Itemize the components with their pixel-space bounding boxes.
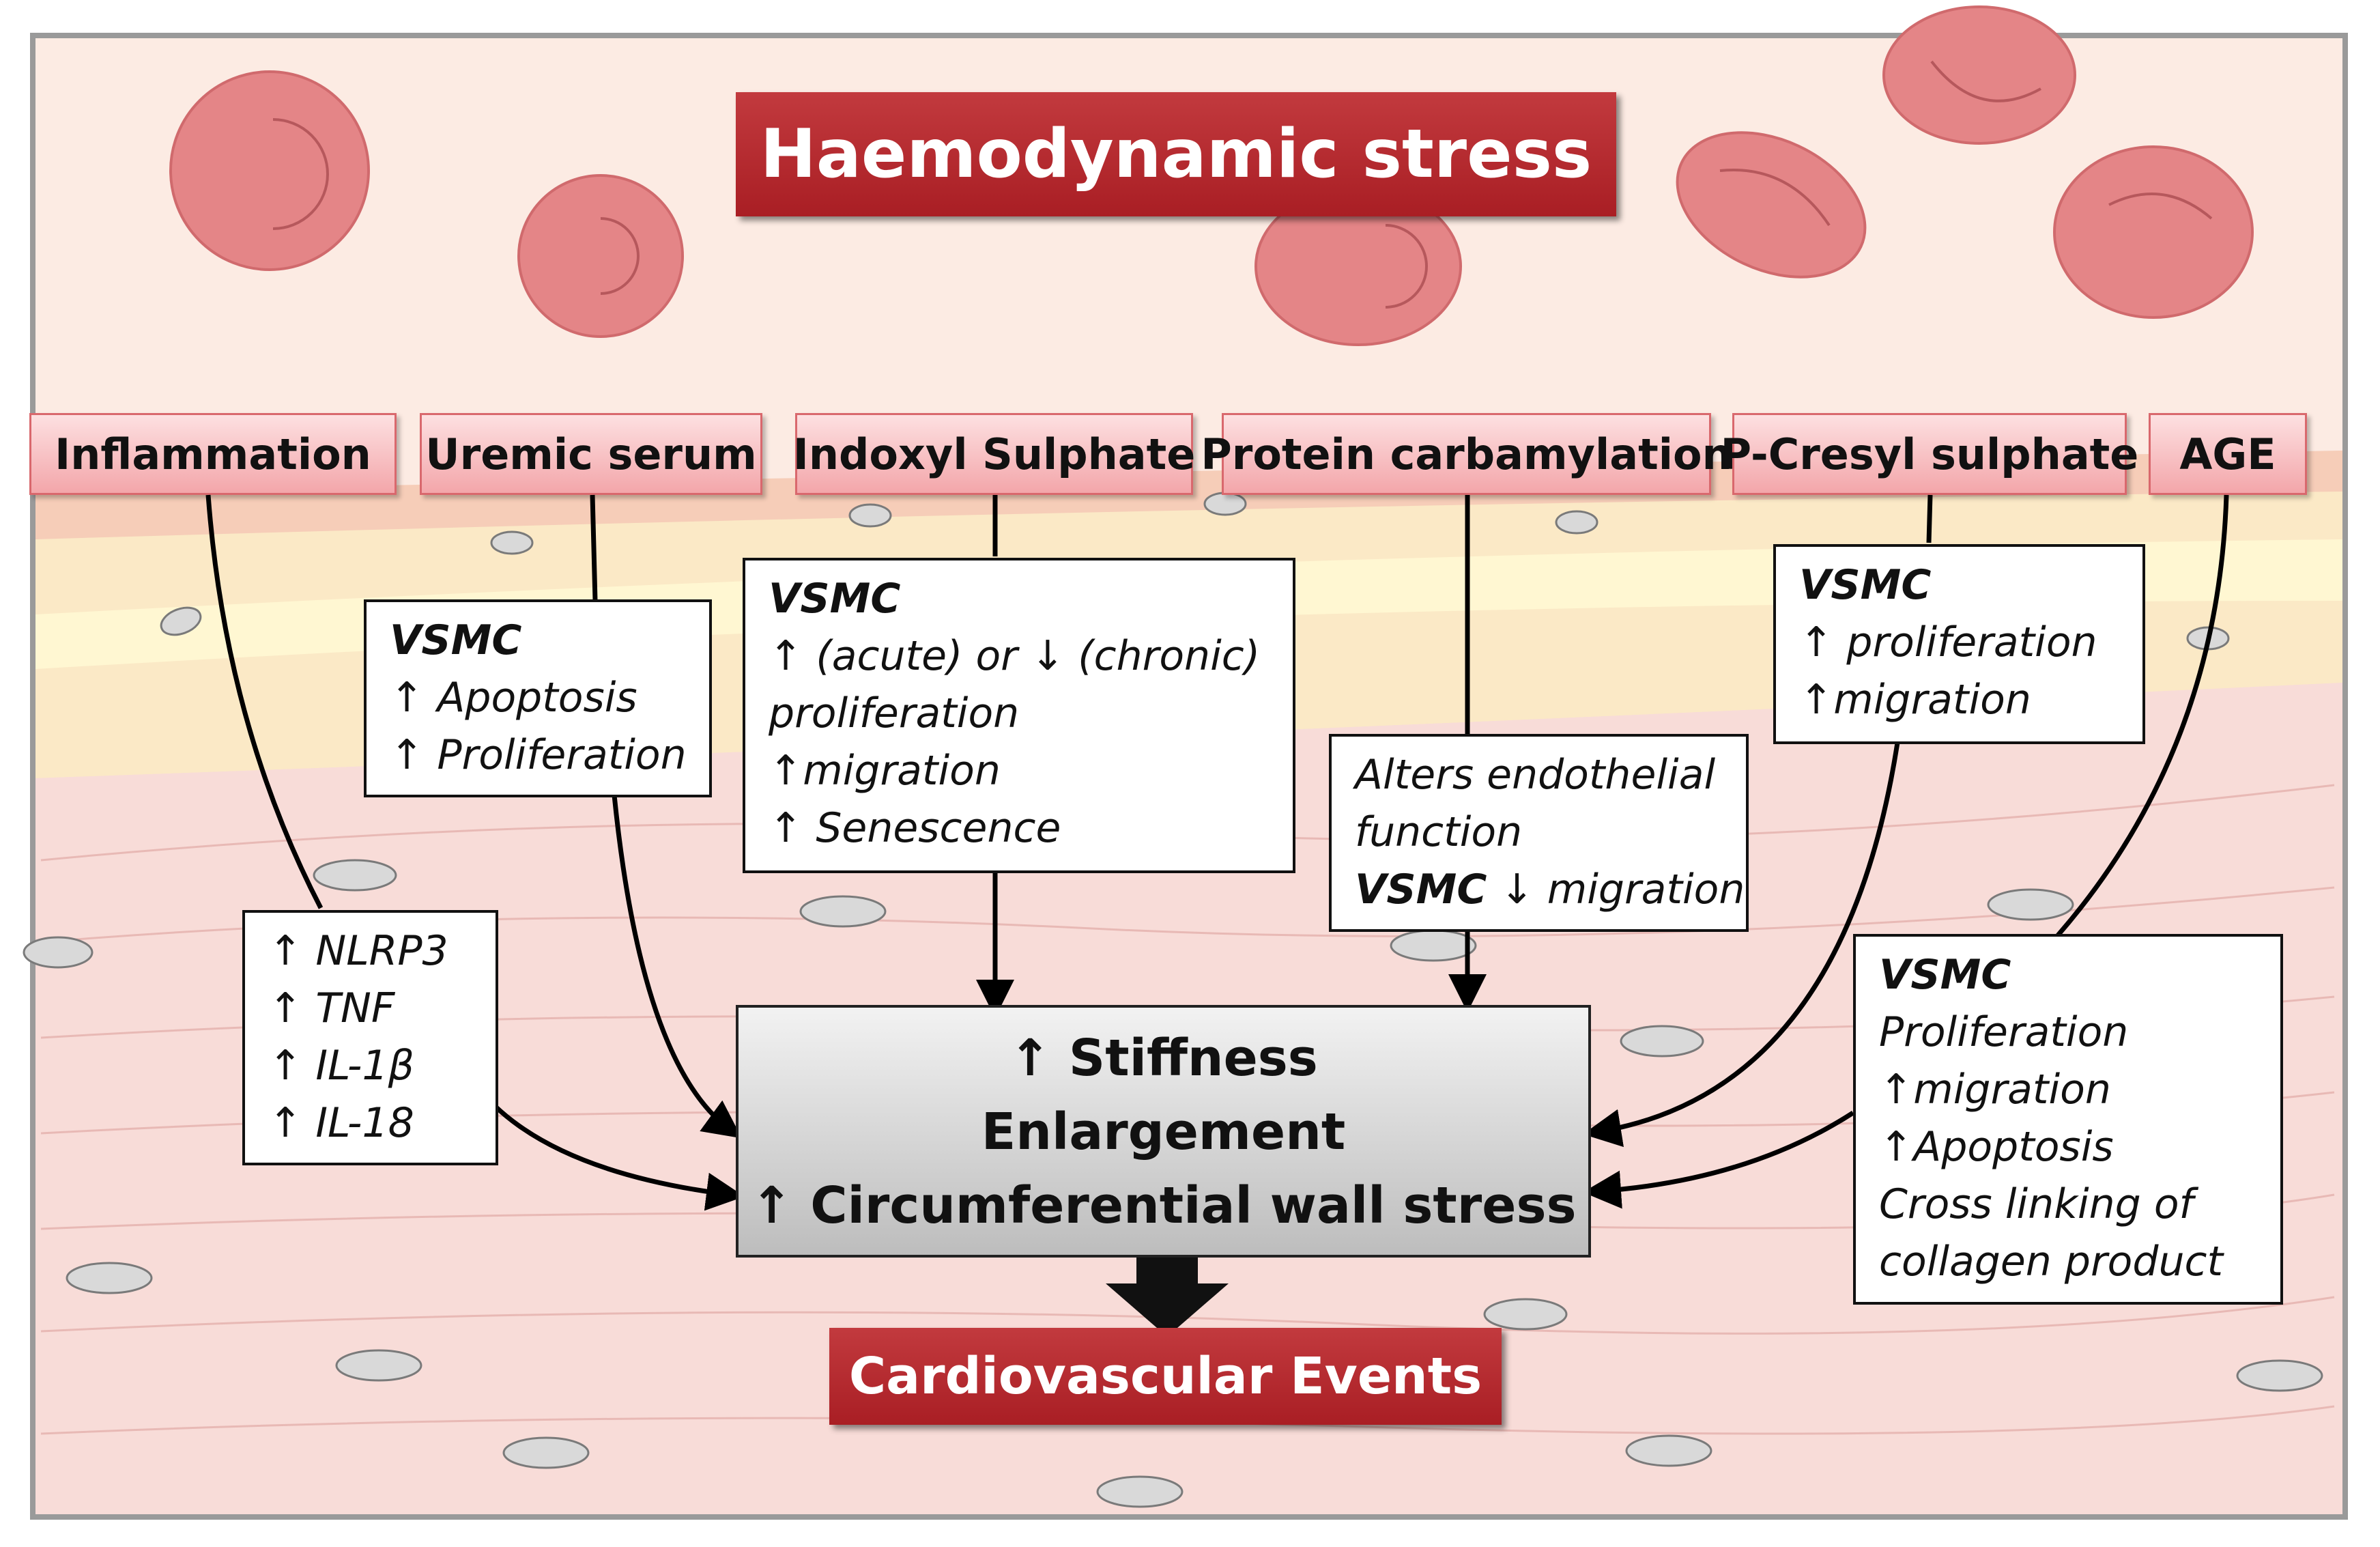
factor-label: Inflammation <box>55 429 371 479</box>
final-box: Cardiovascular Events <box>829 1328 1502 1425</box>
factor-label: AGE <box>2179 429 2276 479</box>
note-line: ↑ TNF <box>268 984 395 1032</box>
note-line: ↑ IL-18 <box>268 1099 414 1147</box>
note-uremic-serum: VSMC ↑ Apoptosis ↑ Proliferation <box>364 599 712 797</box>
note-bold: VSMC <box>1355 866 1487 913</box>
final-label: Cardiovascular Events <box>848 1347 1482 1406</box>
note-line: ↑migration <box>1799 676 2031 724</box>
note-line: ↑migration <box>769 747 1001 795</box>
note-heading: VSMC <box>1799 561 1932 609</box>
factor-label: Indoxyl Sulphate <box>792 429 1196 479</box>
outcome-line: ↑ Circumferential wall stress <box>750 1176 1577 1235</box>
factor-inflammation: Inflammation <box>29 413 397 495</box>
factor-p-cresyl-sulphate: P-Cresyl sulphate <box>1721 413 2138 495</box>
factor-protein-carbamylation: Protein carbamylation <box>1201 413 1732 495</box>
note-age: VSMC Proliferation ↑migration ↑Apoptosis… <box>1853 934 2283 1305</box>
note-line: ↑ Proliferation <box>390 731 687 779</box>
note-line: ↑ Senescence <box>769 804 1061 852</box>
factor-label: Uremic serum <box>425 429 757 479</box>
note-line-last: VSMC ↓ migration <box>1355 861 1745 918</box>
note-heading: VSMC <box>1879 951 2011 999</box>
factor-label: P-Cresyl sulphate <box>1720 429 2139 479</box>
note-line: Alters endothelial <box>1355 751 1716 799</box>
note-line: ↑Apoptosis <box>1879 1123 2114 1171</box>
title-box: Haemodynamic stress <box>736 92 1616 216</box>
note-line: proliferation <box>769 690 1020 737</box>
note-line: ↑ proliferation <box>1799 619 2097 666</box>
note-line: collagen product <box>1879 1238 2223 1286</box>
outcome-line: ↑ Stiffness <box>1009 1029 1318 1088</box>
title: Haemodynamic stress <box>760 115 1592 193</box>
note-line: ↑ NLRP3 <box>268 927 448 975</box>
note-line: function <box>1355 808 1523 856</box>
outcome-box: ↑ Stiffness Enlargement ↑ Circumferentia… <box>736 1005 1591 1258</box>
note-rest: ↓ migration <box>1487 866 1745 913</box>
note-line: ↑migration <box>1879 1066 2111 1113</box>
factor-age: AGE <box>2149 413 2307 495</box>
outcome-line: Enlargement <box>981 1103 1346 1161</box>
note-heading: VSMC <box>390 616 522 664</box>
note-p-cresyl-sulphate: VSMC ↑ proliferation ↑migration <box>1773 544 2145 744</box>
factor-indoxyl-sulphate: Indoxyl Sulphate <box>792 413 1196 495</box>
note-heading: VSMC <box>769 575 901 623</box>
note-line: ↑ (acute) or ↓ (chronic) <box>769 632 1261 680</box>
note-line: ↑ Apoptosis <box>390 674 637 722</box>
factor-label: Protein carbamylation <box>1201 429 1732 479</box>
note-line: Proliferation <box>1879 1008 2129 1056</box>
factor-uremic-serum: Uremic serum <box>420 413 762 495</box>
note-inflammation: ↑ NLRP3 ↑ TNF ↑ IL-1β ↑ IL-18 <box>242 910 498 1165</box>
note-indoxyl-sulphate: VSMC ↑ (acute) or ↓ (chronic) proliferat… <box>743 558 1295 873</box>
note-line: ↑ IL-1β <box>268 1042 414 1090</box>
note-line: Cross linking of <box>1879 1180 2194 1228</box>
note-protein-carbamylation: Alters endothelial function VSMC ↓ migra… <box>1329 734 1749 932</box>
